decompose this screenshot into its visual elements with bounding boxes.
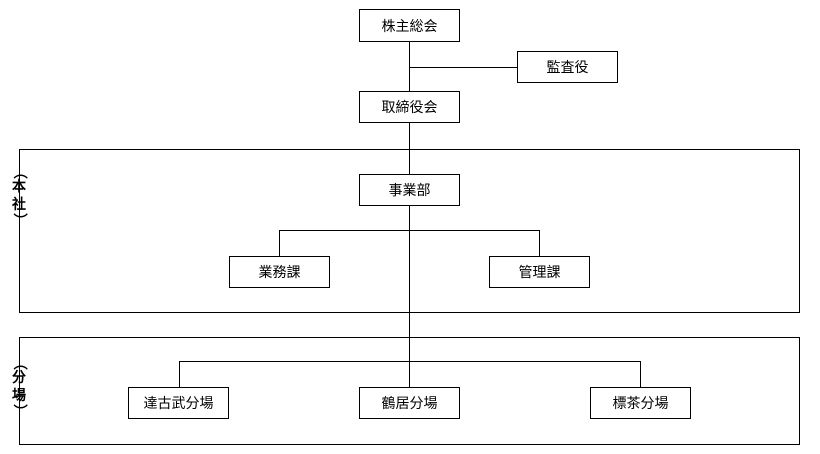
label-honsha-close: ） [11,213,27,227]
label-honsha-char-1: 本 [12,179,26,195]
region-bunjo [19,337,800,445]
node-shareholders: 株主総会 [359,9,460,42]
label-honsha-char-2: 社 [12,197,26,213]
label-bunjo-char-2: 場 [12,388,26,404]
label-bunjo-open: （ [11,356,27,370]
node-branch-takkobu: 達古武分場 [128,387,229,419]
node-board: 取締役会 [359,91,460,123]
connector-section-left [279,230,280,257]
node-branch-tsurui: 鶴居分場 [359,387,460,419]
label-bunjo: （ 分 場 ） [8,356,30,418]
node-branch-shibecha: 標茶分場 [590,387,691,419]
connector-branches-bar [179,361,641,362]
connector-auditor [409,67,517,68]
label-bunjo-close: ） [11,404,27,418]
label-honsha-open: （ [11,165,27,179]
region-honsha [19,149,800,313]
connector-section-right [539,230,540,257]
node-section-admin: 管理課 [489,256,590,288]
node-division: 事業部 [359,174,460,206]
connector-branch-right [640,361,641,387]
node-section-business: 業務課 [229,256,330,288]
connector-sections-bar [279,230,540,231]
label-bunjo-char-1: 分 [12,370,26,386]
connector-branch-left [179,361,180,387]
label-honsha: （ 本 社 ） [8,165,30,227]
node-auditor: 監査役 [517,51,618,83]
connector-trunk [409,41,410,397]
